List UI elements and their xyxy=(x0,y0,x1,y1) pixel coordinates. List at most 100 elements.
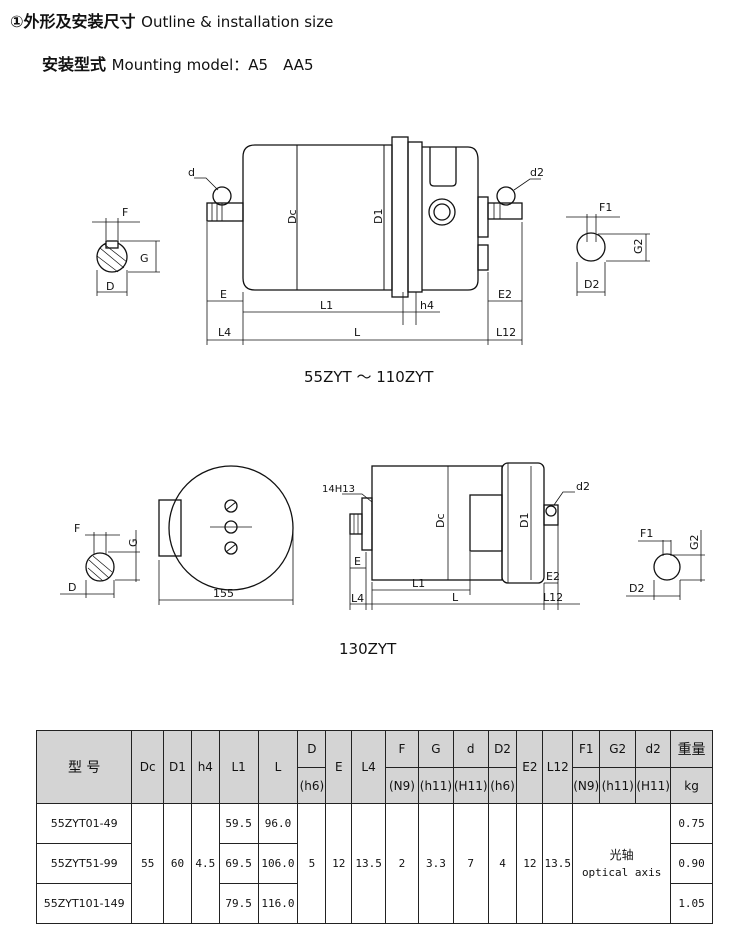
cell-G: 3.3 xyxy=(417,803,454,924)
technical-drawing: d d2 F G D Dc D1 E L1 h4 E2 L4 L L12 F1 … xyxy=(60,136,705,610)
sub-F: (N9) xyxy=(385,767,419,804)
sub-D: (h6) xyxy=(297,767,327,804)
title-en: Outline & installation size xyxy=(141,13,334,31)
header-F: F xyxy=(385,730,419,768)
header-L1: L1 xyxy=(218,730,259,804)
dim-155-label: 155 xyxy=(213,587,234,600)
sub-weight: kg xyxy=(670,767,713,804)
optical-cn: 光轴 xyxy=(609,847,634,862)
cell-model: 55ZYT51-99 xyxy=(35,843,133,884)
L-label: L xyxy=(354,326,361,339)
cell-d: 7 xyxy=(452,803,489,924)
header-h4: h4 xyxy=(190,730,220,804)
L1-label: L1 xyxy=(320,299,333,312)
cell-E: 12 xyxy=(325,803,353,924)
sub-G2: (h11) xyxy=(599,767,637,804)
header-L: L xyxy=(257,730,299,804)
cell-E2: 12 xyxy=(516,803,544,924)
drawing1-motor xyxy=(92,136,650,345)
mounting-cn: 安装型式 xyxy=(42,55,107,74)
d2-label: d2 xyxy=(530,166,544,179)
cell-L1: 59.5 xyxy=(218,803,259,844)
cell-D2: 4 xyxy=(487,803,518,924)
cell-weight: 0.90 xyxy=(670,843,713,884)
E2-label: E2 xyxy=(498,288,512,301)
D2-2-label: D2 xyxy=(629,582,644,595)
header-G2: G2 xyxy=(599,730,637,768)
D1-label: D1 xyxy=(372,209,385,224)
cell-optical-axis: 光轴 optical axis xyxy=(572,803,672,924)
mounting-title: 安装型式 Mounting model：A5 AA5 xyxy=(42,51,314,75)
optical-en: optical axis xyxy=(581,865,662,879)
header-D2: D2 xyxy=(487,730,518,768)
sub-d: (H11) xyxy=(452,767,489,804)
header-L4: L4 xyxy=(351,730,387,804)
cell-h4: 4.5 xyxy=(190,803,220,924)
E2-2-label: E2 xyxy=(546,570,560,583)
h13-label: 14H13 xyxy=(322,484,355,495)
F1-2-label: F1 xyxy=(640,527,653,540)
E-label: E xyxy=(220,288,227,301)
cell-L: 106.0 xyxy=(257,843,299,884)
cell-Dc: 55 xyxy=(131,803,165,924)
drawing2-motor xyxy=(60,462,705,610)
sub-F1: (N9) xyxy=(572,767,601,804)
G2-section-label: G xyxy=(127,538,140,547)
cell-L1: 79.5 xyxy=(218,883,259,924)
h4-label: h4 xyxy=(420,299,434,312)
Dc-label: Dc xyxy=(286,209,299,224)
header-F1: F1 xyxy=(572,730,601,768)
table-row: 55ZYT51-99 69.5 106.0 0.90 xyxy=(35,843,713,884)
cell-D1: 60 xyxy=(163,803,192,924)
header-model: 型 号 xyxy=(35,730,133,804)
L1-2-label: L1 xyxy=(412,577,425,590)
cell-L4: 13.5 xyxy=(351,803,387,924)
G2-label: G2 xyxy=(632,238,645,254)
mounting-en: Mounting model：A5 AA5 xyxy=(111,56,314,74)
D2-label: D2 xyxy=(584,278,599,291)
header-weight: 重量 xyxy=(670,730,713,768)
sub-D2: (h6) xyxy=(487,767,518,804)
D1-2-label: D1 xyxy=(518,513,531,528)
d2-2-label: d2 xyxy=(576,480,590,493)
d-label: d xyxy=(188,166,195,179)
D-label: D xyxy=(106,280,114,293)
drawing1-caption: 55ZYT ～ 110ZYT xyxy=(304,368,434,386)
header-D1: D1 xyxy=(163,730,192,804)
cell-L1: 69.5 xyxy=(218,843,259,884)
header-L12: L12 xyxy=(542,730,574,804)
drawing1-labels: d d2 F G D Dc D1 E L1 h4 E2 L4 L L12 F1 … xyxy=(106,166,645,339)
G-label: G xyxy=(140,252,149,265)
spec-table: 型 号 Dc D1 h4 L1 L D E L4 F G d D2 E2 L12… xyxy=(35,730,713,924)
header-E2: E2 xyxy=(516,730,544,804)
F2-label: F xyxy=(74,522,80,535)
sub-d2: (H11) xyxy=(635,767,672,804)
drawing2-labels: F G D 155 14H13 Dc D1 d2 E L1 E2 L4 L L1… xyxy=(68,480,701,605)
F-label: F xyxy=(122,206,128,219)
L4-label: L4 xyxy=(218,326,231,339)
E2-side-label: E xyxy=(354,555,361,568)
drawing2-caption: 130ZYT xyxy=(339,640,397,658)
header-d: d xyxy=(452,730,489,768)
F1-label: F1 xyxy=(599,201,612,214)
Dc2-label: Dc xyxy=(434,513,447,528)
header-G: G xyxy=(417,730,454,768)
title-cn: ①外形及安装尺寸 xyxy=(10,12,136,31)
cell-weight: 1.05 xyxy=(670,883,713,924)
cell-D: 5 xyxy=(297,803,327,924)
page-title: ①外形及安装尺寸 Outline & installation size xyxy=(10,8,333,32)
G2-2-label: G2 xyxy=(688,534,701,550)
L12-label: L12 xyxy=(496,326,516,339)
cell-model: 55ZYT101-149 xyxy=(35,883,133,924)
cell-F: 2 xyxy=(385,803,419,924)
table-row: 55ZYT101-149 79.5 116.0 1.05 xyxy=(35,883,713,924)
header-Dc: Dc xyxy=(131,730,165,804)
L12-2-label: L12 xyxy=(543,591,563,604)
header-d2: d2 xyxy=(635,730,672,768)
cell-model: 55ZYT01-49 xyxy=(35,803,133,844)
D2-section-label: D xyxy=(68,581,76,594)
cell-weight: 0.75 xyxy=(670,803,713,844)
table-row: 55ZYT01-49 55 60 4.5 59.5 96.0 5 12 13.5… xyxy=(35,803,713,924)
L4-2-label: L4 xyxy=(351,592,364,605)
cell-L: 96.0 xyxy=(257,803,299,844)
